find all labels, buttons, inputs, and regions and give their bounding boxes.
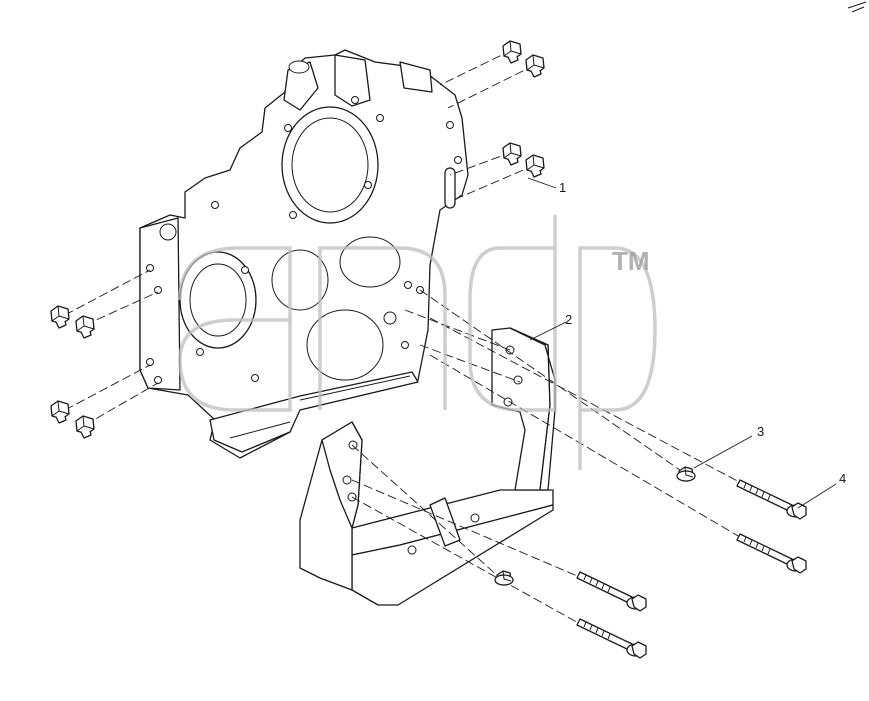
flange-bolt-short-right (676, 466, 696, 482)
long-bolt-bottom-upper (576, 571, 647, 612)
mounting-bracket (299, 327, 556, 606)
long-bolt-right-upper (736, 479, 807, 520)
callout-2: 2 (529, 312, 572, 341)
long-bolt-bottom-lower (576, 618, 647, 659)
corner-mark (847, 1, 867, 13)
callout-3: 3 (693, 424, 764, 469)
callout-label-4: 4 (839, 471, 846, 486)
cap-screw-top-4 (525, 154, 545, 178)
cap-screw-left-2 (75, 315, 95, 339)
cap-screw-top-2 (525, 54, 545, 78)
housing-bolt-holes (196, 96, 462, 382)
cap-screw-left-4 (75, 415, 95, 439)
callout-label-3: 3 (757, 424, 764, 439)
watermark-tm: TM (612, 246, 650, 276)
flange-bolt-short-bottom (494, 570, 514, 586)
timing-cover-housing (139, 49, 469, 459)
watermark-logo: TM (178, 215, 657, 470)
cap-screw-top-3 (502, 142, 522, 166)
cap-screw-top-1 (502, 40, 522, 64)
callout-1: 1 (527, 177, 566, 195)
callout-label-2: 2 (565, 312, 572, 327)
long-bolt-right-lower (736, 533, 807, 574)
assembly-guide-lines (64, 49, 746, 626)
callout-label-1: 1 (559, 180, 566, 195)
cap-screw-left-1 (50, 305, 70, 329)
callout-4: 4 (797, 471, 846, 509)
cap-screw-left-3 (50, 400, 70, 424)
